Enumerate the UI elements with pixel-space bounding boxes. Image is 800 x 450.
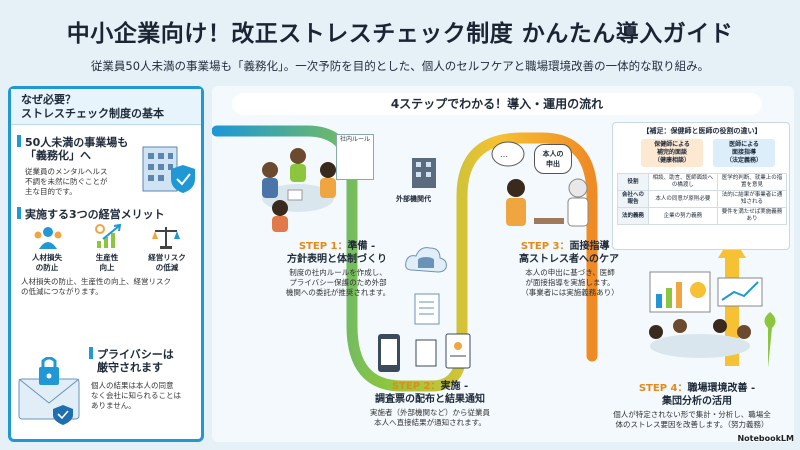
privacy-title-2: 厳守されます <box>97 361 163 374</box>
step4-body: 個人が特定されない形で集計・分析し、職場全体のストレス要因を改善します。（努力義… <box>613 410 771 429</box>
privacy-body: 個人の結果は本人の同意なく会社に知られることはありません。 <box>91 381 181 410</box>
analysis-meeting-illustration <box>649 271 776 368</box>
supplement-card: 【補足：保健師と医師の役割の違い】 保健師による補完的面談（健康相談） 医師によ… <box>612 122 790 250</box>
table-row: 会社への報告本人の同意が原則必要法的に結果が事業者に通知される <box>617 190 788 208</box>
mandatory-title: 50人未満の事業場も <box>17 135 128 150</box>
flow-title: 4ステップでわかる！導入・運用の流れ <box>232 93 762 115</box>
scale-icon <box>152 227 180 249</box>
svg-text:…: … <box>500 150 508 159</box>
basics-header: なぜ必要？ ストレスチェック制度の基本 <box>11 89 201 125</box>
phone-results-icons <box>378 333 471 372</box>
building-icon <box>412 158 436 188</box>
step1-heading: STEP 1：準備 - <box>298 241 376 252</box>
growth-chart-icon <box>95 223 122 248</box>
people-icon <box>34 227 62 249</box>
merits-title: 実施する3つの経営メリット <box>17 207 165 222</box>
basics-heading-line2: ストレスチェック制度の基本 <box>21 107 164 120</box>
step4-heading: STEP 4：職場環境改善 - <box>638 383 756 394</box>
merits-body: 人材損失の防止、生産性の向上、経営リスクの低減につながります。 <box>21 277 171 296</box>
merit-label-3: 経営リスクの低減 <box>148 253 186 272</box>
merit-label-1: 人材損失の防止 <box>32 253 62 272</box>
request-bubble: 本人の 申出 <box>534 144 572 174</box>
basics-heading-line1: なぜ必要？ <box>21 93 76 106</box>
rule-document: 社内ルール <box>336 134 374 180</box>
step3-subheading: 高ストレス者へのケア <box>519 254 619 265</box>
meeting-illustration <box>262 148 336 232</box>
privacy-title: プライバシーは <box>89 347 174 362</box>
building-shield-icon <box>142 146 195 193</box>
step3-body: 本人の申出に基づき、医師が面接指導を実施します。（事業者には実施義務あり） <box>521 268 619 297</box>
supplement-title: 【補足：保健師と医師の役割の違い】 <box>642 127 762 135</box>
notebooklm-logo: NotebookLM <box>737 434 794 443</box>
step4-subheading: 集団分析の活用 <box>662 396 732 407</box>
cloud-database-icon <box>405 247 447 273</box>
doctor-badge: 医師による面接指導（法定義務） <box>713 139 775 167</box>
step3-heading: STEP 3：面接指導 - <box>520 241 618 252</box>
merit-label-2: 生産性向上 <box>95 253 119 272</box>
external-label: 外部機関代 <box>396 195 431 203</box>
page-subtitle: 従業員50人未満の事業場も「義務化」。一次予防を目的とした、個人のセルフケアと職… <box>90 59 710 73</box>
mandatory-title-2: 「義務化」へ <box>25 149 91 162</box>
table-row: 法的義務企業の努力義務要件を満たせば実施義務あり <box>617 207 788 225</box>
page-title: 中小企業向け！改正ストレスチェック制度 かんたん導入ガイド <box>66 21 734 47</box>
nurse-badge: 保健師による補完的面談（健康相談） <box>641 139 703 167</box>
survey-document-icon <box>414 293 440 325</box>
mandatory-body: 従業員のメンタルヘルス不調を未然に防ぐことが主な目的です。 <box>25 167 108 196</box>
basics-card: なぜ必要？ ストレスチェック制度の基本 50人未満の事業場も 「義務化」へ 従業… <box>8 86 204 442</box>
step2-subheading: 調査票の配布と結果通知 <box>375 394 485 405</box>
consultation-illustration: … <box>491 141 589 227</box>
step2-body: 実施者（外部機関など）から従業員本人へ直接結果が通知されます。 <box>370 408 490 427</box>
step2-heading: STEP 2：実施 - <box>391 381 469 392</box>
role-comparison-table: 役割相談、助言、医師面談への橋渡し医学的判断、就業上の措置を意見 会社への報告本… <box>617 173 788 225</box>
step1-subheading: 方針表明と体制づくり <box>287 254 387 265</box>
lock-envelope-icon <box>18 357 80 425</box>
step1-body: 制度の社内ルールを作成し、プライバシー保護のため外部機関への委託が推奨されます。 <box>285 268 391 297</box>
table-row: 役割相談、助言、医師面談への橋渡し医学的判断、就業上の措置を意見 <box>617 173 788 191</box>
